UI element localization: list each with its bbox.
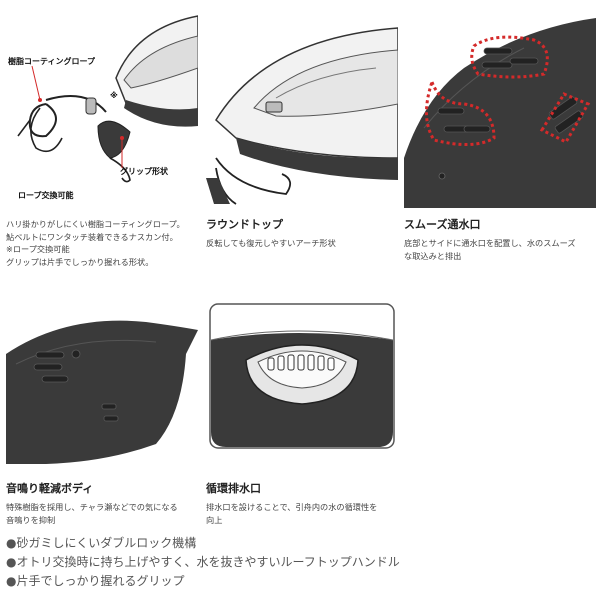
smooth-flow-title: スムーズ通水口 [404, 218, 481, 231]
quiet-body-title: 音鳴り軽減ボディ [6, 482, 94, 495]
feature-card-quiet-body: 音鳴り軽減ボディ 特殊樹脂を採用し、チャラ瀬などでの気になる 音鳴りを抑制 [0, 290, 198, 530]
smooth-flow-image [404, 8, 596, 208]
rope-desc-line-1: ハリ掛かりがしにくい樹脂コーティングロープ。 [6, 219, 185, 229]
round-top-image [206, 8, 398, 208]
quiet-body-image [6, 294, 198, 474]
rope-desc-line-4: グリップは片手でしっかり握れる形状。 [6, 256, 154, 267]
label-coating-rope: 樹脂コーティングロープ [8, 56, 96, 66]
circulation-desc-line-2: 向上 [206, 514, 223, 525]
label-grip-shape: グリップ形状 [120, 166, 169, 176]
rope-image: 樹脂コーティングロープ ※ グリップ形状 ロープ交換可能 [6, 8, 198, 208]
round-top-desc-line-1: 反転しても復元しやすいアーチ形状 [206, 238, 336, 248]
quiet-body-desc-line-1: 特殊樹脂を採用し、チャラ瀬などでの気になる [6, 502, 178, 512]
circulation-desc-line-1: 排水口を設けることで、引舟内の水の循環性を [206, 502, 378, 512]
smooth-flow-description: 底部とサイドに通水口を配置し、水のスムーズ な取込みと排出 [404, 237, 576, 262]
feature-list: ●砂ガミしにくいダブルロック機構 ●オトリ交換時に持ち上げやすく、水を抜きやすい… [6, 534, 400, 591]
quiet-body-description: 特殊樹脂を採用し、チャラ瀬などでの気になる 音鳴りを抑制 [6, 501, 178, 526]
smooth-flow-desc-line-1: 底部とサイドに通水口を配置し、水のスムーズ [404, 238, 576, 248]
rope-desc-line-2: 鮎ベルトにワンタッチ装着できるナスカン付。 [6, 231, 178, 242]
feature-item-grip: ●片手でしっかり握れるグリップ [6, 574, 185, 588]
circulation-image [206, 300, 398, 460]
feature-item-rooftop-handle: ●オトリ交換時に持ち上げやすく、水を抜きやすいルーフトップハンドル [6, 555, 400, 569]
quiet-body-desc-line-2: 音鳴りを抑制 [6, 514, 56, 525]
feature-item-double-lock: ●砂ガミしにくいダブルロック機構 [6, 536, 197, 550]
round-top-title: ラウンドトップ [206, 218, 283, 231]
label-rope-exchangeable: ロープ交換可能 [18, 190, 74, 200]
smooth-flow-desc-line-2: な取込みと排出 [404, 250, 462, 261]
circulation-description: 排水口を設けることで、引舟内の水の循環性を 向上 [206, 501, 377, 526]
feature-card-smooth-flow: スムーズ通水口 底部とサイドに通水口を配置し、水のスムーズ な取込みと排出 [402, 0, 600, 280]
circulation-title: 循環排水口 [206, 482, 261, 495]
rope-desc-line-3: ※ロープ交換可能 [6, 244, 70, 254]
feature-card-circulation: 循環排水口 排水口を設けることで、引舟内の水の循環性を 向上 [204, 290, 398, 530]
round-top-description: 反転しても復元しやすいアーチ形状 [206, 237, 336, 250]
label-exchange-mark: ※ [110, 90, 118, 100]
feature-card-round-top: ラウンドトップ 反転しても復元しやすいアーチ形状 [204, 0, 398, 280]
rope-description: ハリ掛かりがしにくい樹脂コーティングロープ。 鮎ベルトにワンタッチ装着できるナス… [6, 218, 185, 268]
feature-card-rope: 樹脂コーティングロープ ※ グリップ形状 ロープ交換可能 ハリ掛かりがしにくい樹… [0, 0, 198, 280]
